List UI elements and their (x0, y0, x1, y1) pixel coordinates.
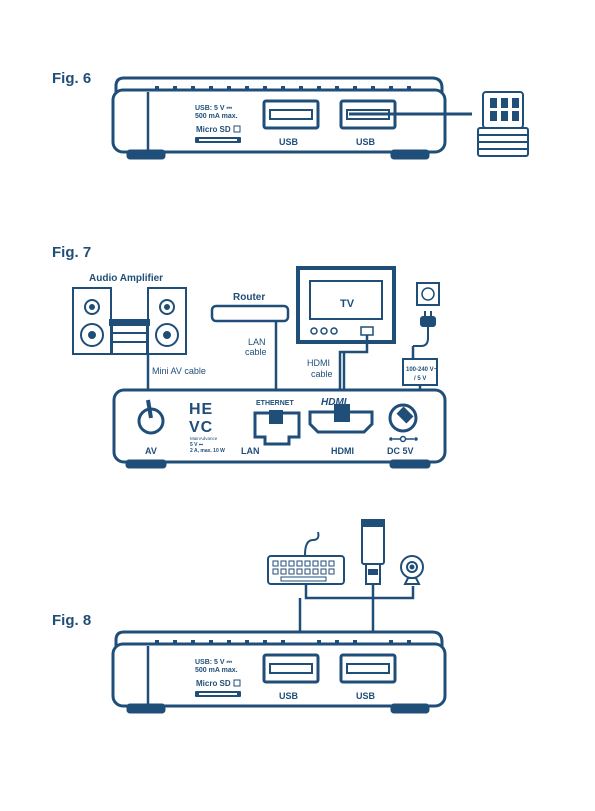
usb-stick-icon (362, 520, 384, 584)
fig6-usb-current-text: 500 mA max. (195, 113, 238, 120)
power-rating-line2: 2 A, max. 10 W (190, 448, 225, 454)
router-label: Router (233, 292, 265, 303)
fig8-microsd-label: Micro SD (196, 679, 231, 688)
fig8-microsd-slot[interactable] (195, 691, 241, 697)
port-label-av: AV (145, 446, 157, 456)
lan-cable-label-1: LAN (248, 337, 266, 347)
fig8-usb-right-label: USB (356, 691, 376, 701)
ethernet-label: ETHERNET (256, 400, 294, 407)
svg-text:HE: HE (189, 401, 213, 418)
hdmi-cable-label-2: cable (311, 369, 333, 379)
wall-socket-icon (417, 283, 439, 305)
lan-cable-plug (269, 410, 283, 424)
fig8-usb-left-label: USB (279, 691, 299, 701)
hdmi-cable-label-1: HDMI (307, 358, 330, 368)
hevc-small-text: MainAdvance (190, 436, 218, 441)
port-label-lan: LAN (241, 446, 260, 456)
fig8-usb-current-text: 500 mA max. (195, 667, 238, 674)
hdmi-cable-plug (334, 404, 350, 422)
port-label-dc: DC 5V (387, 446, 414, 456)
webcam-icon (401, 556, 423, 584)
fig8-label: Fig. 8 (52, 612, 91, 629)
fig6-usb-power-text: USB: 5 V ⎓ (195, 105, 233, 112)
fig6-usb-left-label: USB (279, 137, 299, 147)
fig6-microsd-label: Micro SD (196, 125, 231, 134)
fig8-usb-power-text: USB: 5 V ⎓ (195, 659, 233, 666)
fig6-microsd-slot[interactable] (195, 137, 241, 143)
fig6-vent-dots (155, 86, 411, 90)
psu-text-line1: 100-240 V~ (406, 367, 438, 373)
usb-dongle-icon (478, 92, 528, 156)
mini-av-cable-label: Mini AV cable (152, 366, 206, 376)
lan-cable-label-2: cable (245, 347, 267, 357)
power-plug-icon (413, 311, 435, 346)
psu-text-line2: / 5 V (414, 376, 426, 382)
svg-text:VC: VC (189, 419, 213, 436)
audio-amplifier-icon (73, 288, 186, 354)
router-icon (212, 306, 288, 321)
fig6-usb-right-label: USB (356, 137, 376, 147)
hevc-logo: HE VC (189, 401, 213, 436)
audio-amplifier-label: Audio Amplifier (89, 273, 163, 284)
tv-label: TV (340, 298, 355, 310)
port-label-hdmi: HDMI (331, 446, 354, 456)
fig7-label: Fig. 7 (52, 244, 91, 261)
keyboard-icon (268, 532, 344, 584)
